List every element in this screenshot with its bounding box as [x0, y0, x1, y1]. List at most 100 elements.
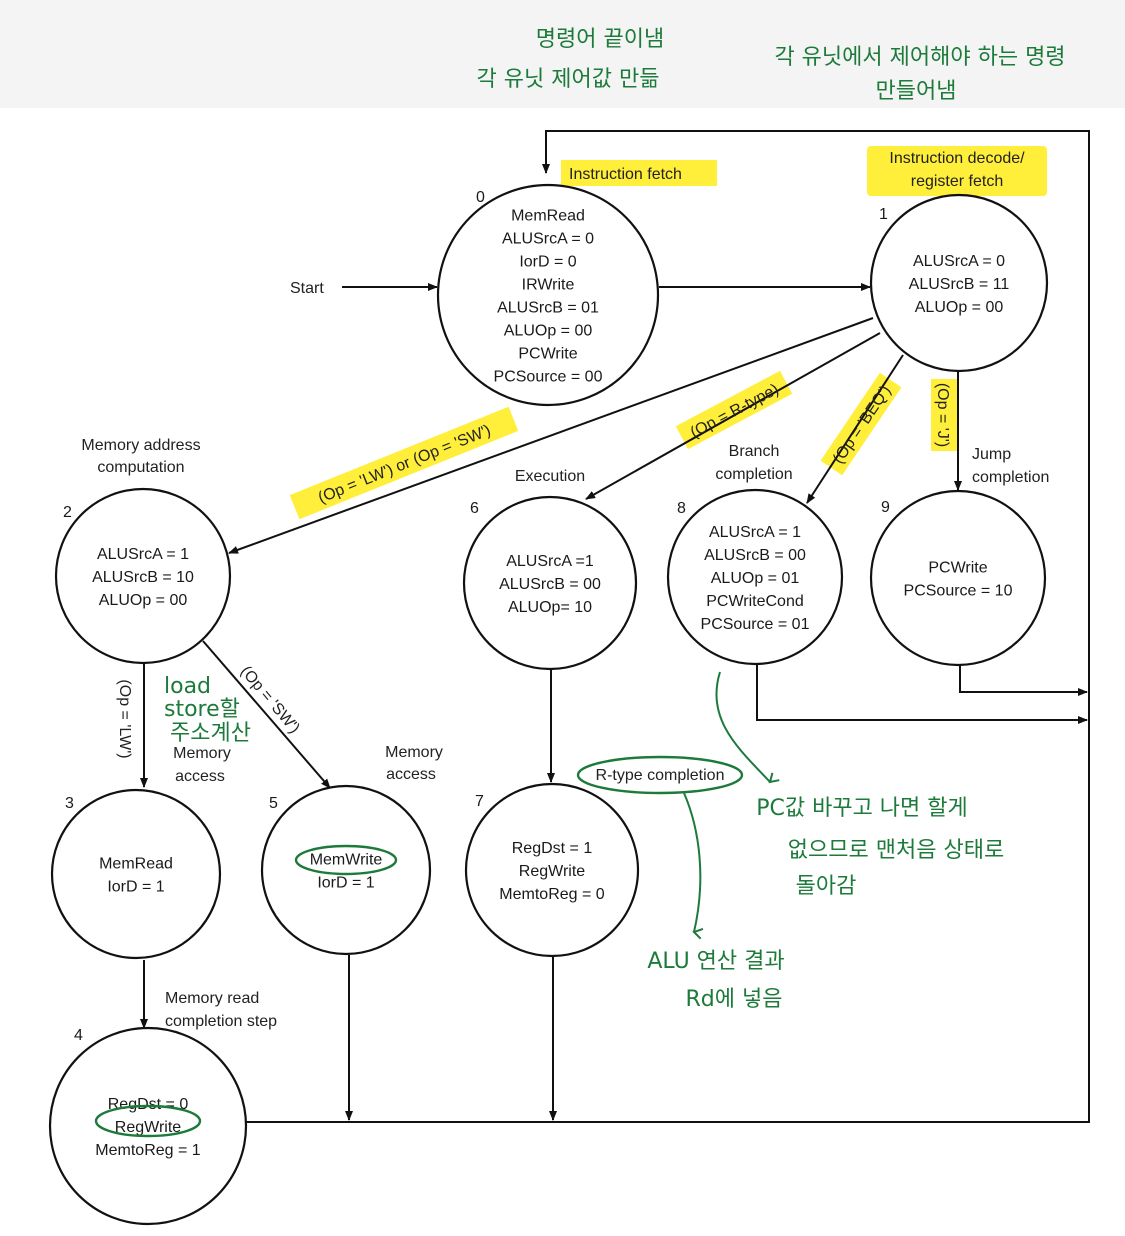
edge-8-return	[756, 662, 1088, 724]
annotation-line: ALU 연산 결과	[647, 949, 784, 974]
state-7	[464, 782, 640, 958]
state-5-action: IorD = 1	[317, 875, 374, 892]
state-0-action: PCSource = 00	[494, 369, 603, 386]
edge-1-6	[585, 332, 881, 500]
state-number: 0	[476, 189, 485, 206]
state-1	[869, 193, 1049, 373]
top-annotation-band	[0, 0, 1125, 108]
state-7-action: RegDst = 1	[512, 840, 593, 857]
annotation-line: Rd에 넣음	[686, 987, 783, 1012]
label-mem-addr: computation	[97, 459, 184, 476]
state-number: 6	[470, 500, 479, 517]
label-execution: Execution	[515, 468, 585, 485]
state-3-action: IorD = 1	[107, 879, 164, 896]
state-2	[54, 487, 232, 665]
state-9-action: PCWrite	[928, 560, 987, 577]
state-0-action: IorD = 0	[519, 254, 576, 271]
label-mem-read-completion: completion step	[165, 1013, 277, 1030]
label-decode: Instruction decode/	[889, 150, 1025, 167]
state-7-action: RegWrite	[519, 863, 585, 880]
state-1-action: ALUSrcA = 0	[913, 253, 1005, 270]
annotation-top-right: 각 유닛에서 제어해야 하는 명령 만들어냄	[774, 45, 1065, 104]
state-number: 1	[879, 206, 888, 223]
state-number: 9	[881, 499, 890, 516]
state-nodes	[48, 183, 1049, 1226]
edge-1-8	[806, 354, 904, 504]
label-mem-read-completion: Memory read	[165, 990, 259, 1007]
state-4-action: RegWrite	[115, 1119, 181, 1136]
annotation-circle-regwrite	[94, 1104, 202, 1138]
edge-return-loop	[246, 130, 1090, 1123]
label-mem-access-3: Memory	[173, 745, 231, 762]
label-rtype-completion: R-type completion	[596, 767, 725, 784]
state-2-action: ALUOp = 00	[99, 592, 188, 609]
annotation-arrow-pc	[715, 671, 780, 784]
state-8-action: ALUSrcB = 00	[704, 547, 806, 564]
annotation-line: 명령어 끝이냄	[536, 27, 664, 52]
annotation-line: 돌아감	[796, 874, 857, 899]
state-9	[869, 489, 1047, 667]
edge-label-j: (Op = 'J')	[934, 383, 951, 447]
edge-1-2	[228, 317, 874, 554]
edges	[140, 130, 1090, 1123]
annotation-alu: ALU 연산 결과 Rd에 넣음	[647, 949, 784, 1012]
label-decode: register fetch	[911, 173, 1003, 190]
label-mem-access-3: access	[175, 768, 225, 785]
edge-label-beq: (Op = 'BEQ')	[830, 383, 894, 467]
state-8	[666, 488, 844, 666]
state-1-action: ALUOp = 00	[915, 299, 1004, 316]
state-number: 8	[677, 500, 686, 517]
state-6-action: ALUSrcA =1	[506, 553, 594, 570]
state-8-action: ALUSrcA = 1	[709, 524, 801, 541]
start-label: Start	[290, 280, 324, 297]
annotation-circle-rtype	[576, 755, 744, 795]
state-1-action: ALUSrcB = 11	[909, 276, 1010, 293]
state-5	[260, 784, 432, 956]
edge-label-rtype: (Op = R-type)	[688, 381, 782, 442]
annotation-line: 만들어냄	[876, 79, 957, 104]
state-0-action: PCWrite	[518, 346, 577, 363]
state-2-action: ALUSrcA = 1	[97, 546, 189, 563]
state-4-action: RegDst = 0	[108, 1096, 189, 1113]
annotation-line: 각 유닛에서 제어해야 하는 명령	[774, 45, 1065, 70]
label-jump: Jump	[972, 446, 1011, 463]
state-0-action: ALUOp = 00	[504, 323, 593, 340]
state-6-action: ALUSrcB = 00	[499, 576, 601, 593]
state-6	[462, 495, 638, 671]
state-8-action: PCWriteCond	[706, 593, 804, 610]
label-branch: completion	[715, 466, 792, 483]
annotation-line: 없으므로 맨처음 상태로	[788, 838, 1004, 863]
edge-2-5	[202, 640, 331, 789]
annotation-line: store할	[164, 697, 240, 722]
state-number: 4	[74, 1027, 83, 1044]
state-4	[48, 1026, 248, 1226]
label-jump: completion	[972, 469, 1049, 486]
highlight-instruction-fetch	[561, 160, 717, 186]
annotation-top-center: 명령어 끝이냄 각 유닛 제어값 만듦	[477, 27, 665, 92]
highlight-decode	[867, 146, 1047, 196]
state-0-action: ALUSrcB = 01	[497, 300, 599, 317]
state-2-action: ALUSrcB = 10	[92, 569, 194, 586]
state-8-action: ALUOp = 01	[711, 570, 800, 587]
state-0-action: ALUSrcA = 0	[502, 231, 594, 248]
annotation-line: load	[164, 674, 211, 699]
label-branch: Branch	[729, 443, 780, 460]
state-0-action: MemRead	[511, 208, 585, 225]
state-3-action: MemRead	[99, 856, 173, 873]
edge-9-return	[959, 665, 1088, 696]
annotation-arrow-alu	[683, 792, 704, 940]
annotation-circle-memwrite	[294, 844, 398, 876]
highlight-edge-j	[931, 379, 957, 451]
state-7-action: MemtoReg = 0	[499, 886, 604, 903]
state-4-action: MemtoReg = 1	[95, 1142, 200, 1159]
highlight-edge-rtype	[675, 370, 793, 450]
state-0-action: IRWrite	[522, 277, 575, 294]
annotation-line: 주소계산	[170, 721, 251, 746]
state-6-action: ALUOp= 10	[508, 599, 592, 616]
state-number: 2	[63, 504, 72, 521]
state-number: 7	[475, 793, 484, 810]
state-3	[50, 788, 222, 960]
highlight-edge-lw-sw	[289, 406, 519, 520]
state-0	[436, 183, 660, 407]
